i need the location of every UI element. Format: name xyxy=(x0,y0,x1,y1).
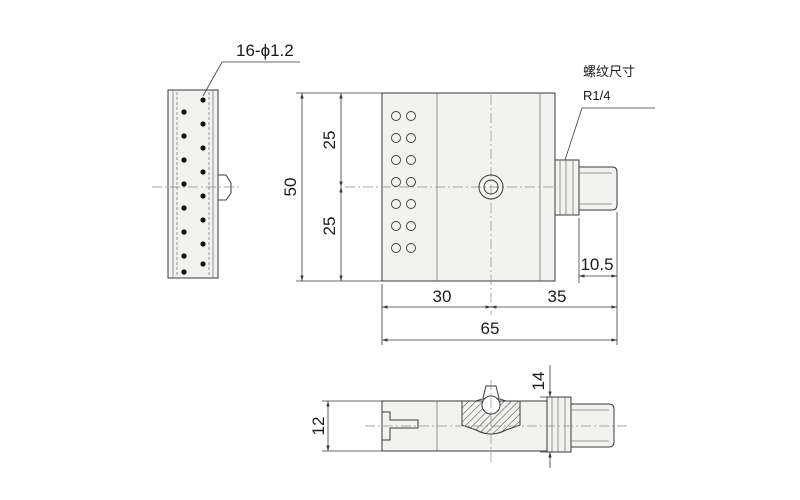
face-hole xyxy=(406,133,416,143)
dim-width-left-label: 30 xyxy=(433,287,452,306)
suction-hole xyxy=(181,133,187,139)
dim-height-upper-label: 25 xyxy=(320,131,339,150)
dim-height-lower-label: 25 xyxy=(320,217,339,236)
suction-hole xyxy=(200,169,206,175)
suction-hole xyxy=(181,157,187,163)
dim-thickness-label: 12 xyxy=(309,417,328,436)
front-view xyxy=(345,92,655,315)
face-hole xyxy=(391,155,401,165)
face-hole xyxy=(391,111,401,121)
face-hole xyxy=(406,199,416,209)
face-hole xyxy=(391,199,401,209)
bottom-view-slot xyxy=(382,411,419,441)
suction-hole xyxy=(200,121,206,127)
suction-hole xyxy=(181,181,187,187)
face-hole xyxy=(391,133,401,143)
thread-size-label: R1/4 xyxy=(583,88,610,103)
suction-hole xyxy=(200,193,206,199)
face-hole-grid xyxy=(391,111,416,253)
suction-hole xyxy=(181,253,187,259)
thread-leader xyxy=(564,107,655,161)
face-hole xyxy=(391,221,401,231)
thread-title-label: 螺纹尺寸 xyxy=(583,64,635,79)
suction-hole-group xyxy=(181,97,206,275)
suction-hole xyxy=(200,145,206,151)
suction-hole xyxy=(181,269,187,275)
dim-width-right-label: 35 xyxy=(548,287,567,306)
hole-spec-leader xyxy=(202,61,300,97)
side-view-body xyxy=(167,89,219,279)
face-hole xyxy=(391,243,401,253)
center-port-outer xyxy=(478,174,504,200)
face-hole xyxy=(406,221,416,231)
dim-width-total-label: 65 xyxy=(481,319,500,338)
face-hole xyxy=(391,177,401,187)
face-hole xyxy=(406,177,416,187)
hole-spec-label: 16-ϕ1.2 xyxy=(236,41,294,60)
suction-hole xyxy=(200,241,206,247)
suction-hole xyxy=(181,109,187,115)
suction-hole xyxy=(200,217,206,223)
side-view-left xyxy=(152,61,300,279)
face-hole xyxy=(406,243,416,253)
face-hole xyxy=(406,155,416,165)
suction-hole xyxy=(181,205,187,211)
thread-fitting xyxy=(554,159,618,216)
suction-hole xyxy=(181,229,187,235)
dim-fitting-diameter-label: 14 xyxy=(529,372,548,391)
face-hole xyxy=(406,111,416,121)
bottom-view xyxy=(365,380,630,462)
side-view-boss xyxy=(218,174,232,201)
suction-hole xyxy=(200,261,206,267)
suction-hole xyxy=(200,97,206,103)
dim-height-total-label: 50 xyxy=(281,178,300,197)
dim-fitting-length-label: 10.5 xyxy=(580,255,613,274)
center-port-inner xyxy=(483,179,499,195)
